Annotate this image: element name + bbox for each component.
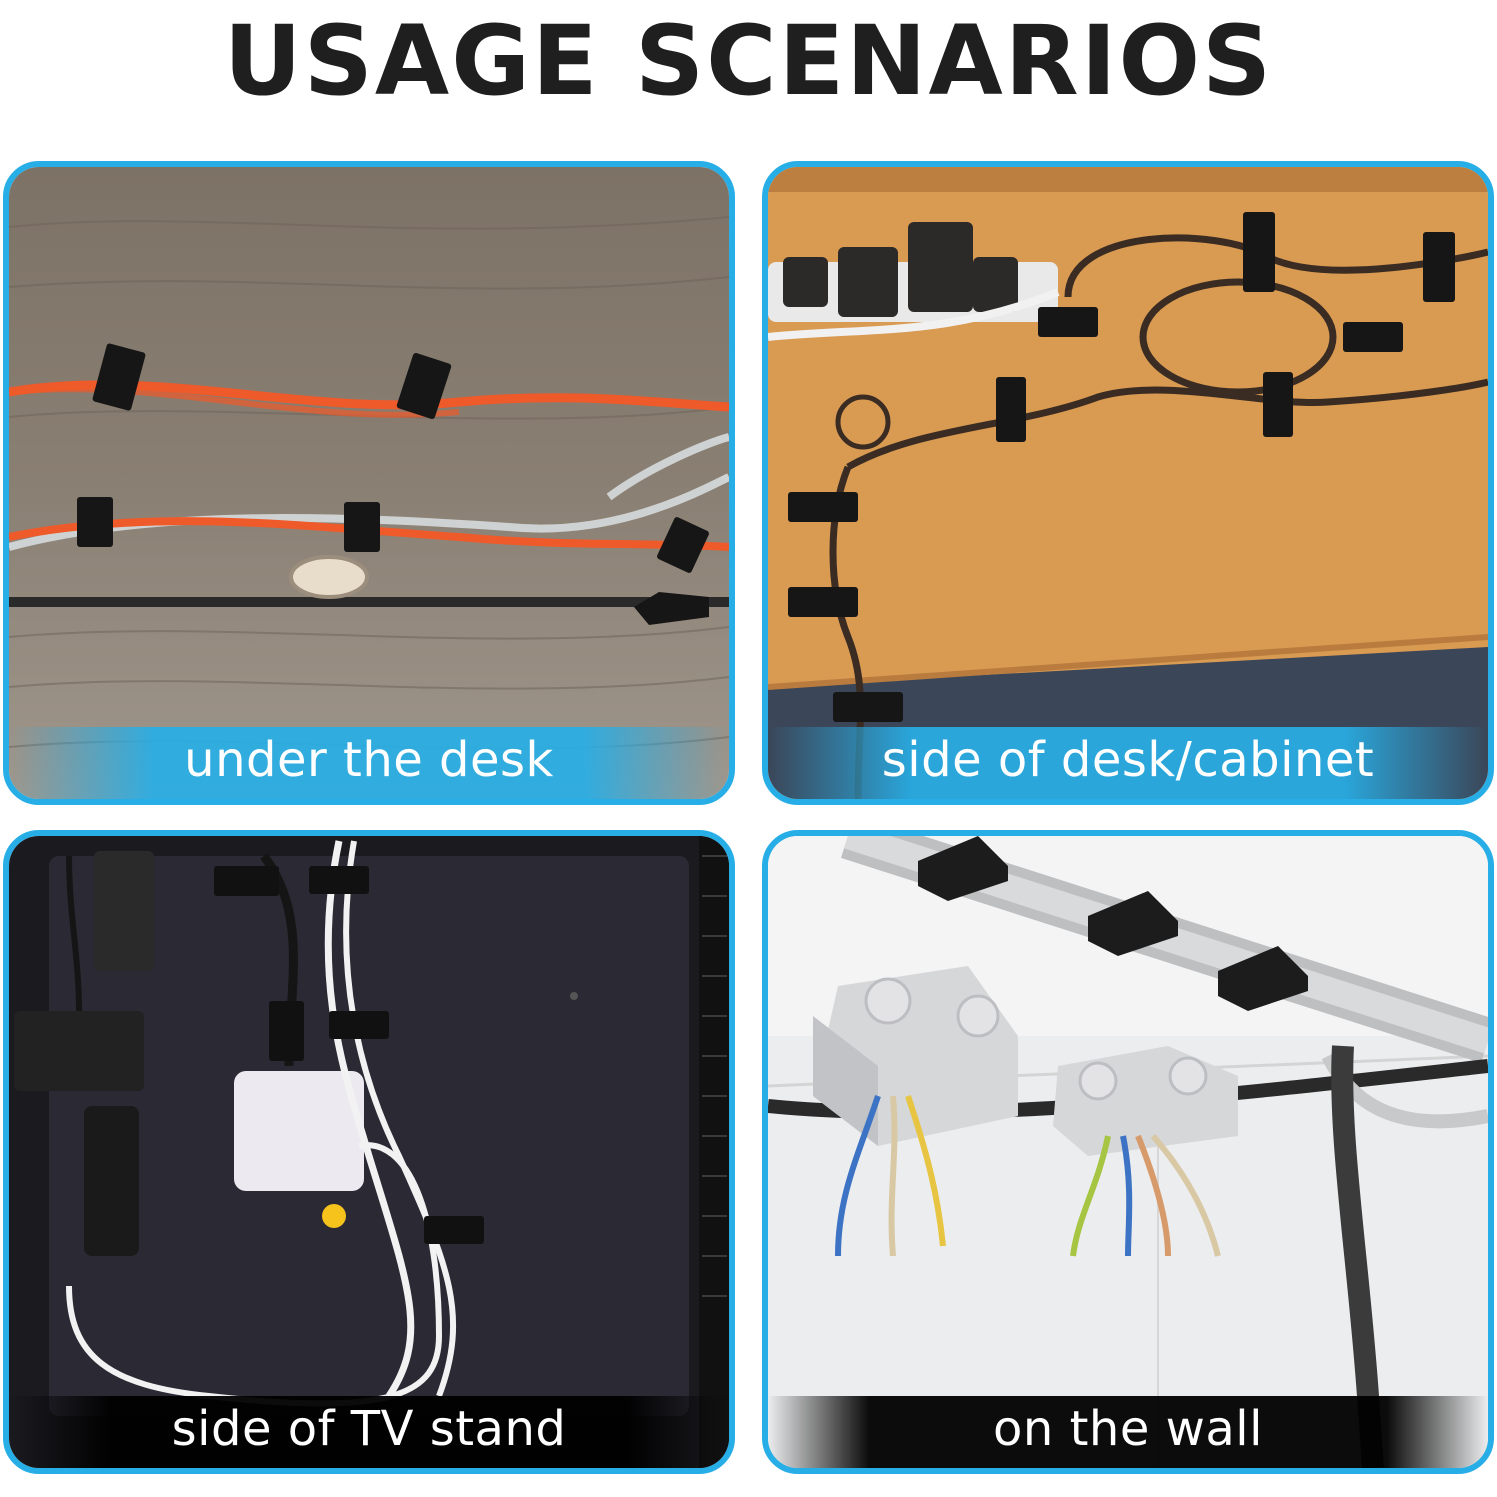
- scenario-panel-tv-stand: side of TV stand: [3, 830, 735, 1474]
- scenario-panel-desk-side: side of desk/cabinet: [762, 161, 1494, 805]
- caption-wall: on the wall: [768, 1396, 1488, 1468]
- caption-under-desk: under the desk: [9, 727, 729, 799]
- page-title: USAGE SCENARIOS: [223, 5, 1274, 117]
- caption-desk-side: side of desk/cabinet: [768, 727, 1488, 799]
- scenario-panel-wall: on the wall: [762, 830, 1494, 1474]
- under-desk-photo: [9, 167, 729, 799]
- scenario-panel-under-desk: under the desk: [3, 161, 735, 805]
- desk-side-photo: [768, 167, 1488, 799]
- caption-tv-stand: side of TV stand: [9, 1396, 729, 1468]
- wall-photo: [768, 836, 1488, 1468]
- tv-stand-photo: [9, 836, 729, 1468]
